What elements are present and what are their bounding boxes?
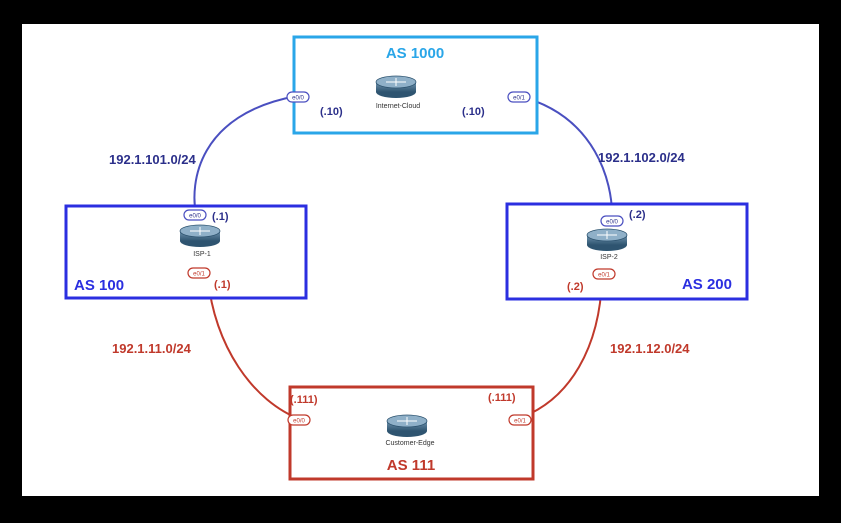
ip-ce-right: (.111): [488, 392, 516, 404]
as100-label: AS 100: [74, 277, 124, 294]
as100-box: [64, 204, 308, 300]
ip-ce-left: (.111): [290, 394, 318, 406]
router-icon-isp1: [179, 224, 221, 247]
as111-label: AS 111: [387, 457, 435, 474]
router-label-isp2: ISP-2: [600, 254, 618, 261]
router-label-isp1: ISP-1: [193, 251, 211, 258]
svg-text:e0/0: e0/0: [293, 419, 305, 425]
svg-text:e0/0: e0/0: [292, 96, 304, 102]
svg-text:e0/0: e0/0: [606, 220, 618, 226]
as1000-label: AS 1000: [386, 45, 444, 62]
ip-isp1-bottom: (.1): [214, 279, 231, 291]
port-badge-ce-e0-0: e0/0: [287, 414, 311, 426]
router-label-internet-cloud: Internet-Cloud: [376, 103, 420, 110]
link-isp1-customer-edge: [207, 277, 303, 421]
as200-box: [505, 202, 749, 301]
ip-isp1-top: (.1): [212, 211, 229, 223]
svg-text:e0/1: e0/1: [513, 96, 525, 102]
ip-isp2-top: (.2): [629, 209, 646, 221]
router-icon-internet-cloud: [375, 75, 417, 98]
svg-text:e0/1: e0/1: [193, 272, 205, 278]
subnet-label-bottom-right: 192.1.12.0/24: [610, 341, 690, 356]
router-label-customer-edge: Customer-Edge: [385, 440, 434, 447]
router-icon-isp2: [586, 228, 628, 251]
port-badge-isp2-e0-1: e0/1: [592, 268, 616, 280]
svg-text:e0/1: e0/1: [598, 273, 610, 279]
port-badge-isp1-e0-1: e0/1: [187, 267, 211, 279]
port-badge-ce-e0-1: e0/1: [508, 414, 532, 426]
router-icon-customer-edge: [386, 414, 428, 437]
svg-text:e0/1: e0/1: [514, 419, 526, 425]
svg-text:e0/0: e0/0: [189, 214, 201, 220]
as200-label: AS 200: [682, 276, 732, 293]
port-badge-isp1-e0-0: e0/0: [183, 209, 207, 221]
link-cloud-isp1: [193, 95, 298, 215]
subnet-label-bottom-left: 192.1.11.0/24: [112, 341, 192, 356]
port-badge-isp2-e0-0: e0/0: [600, 215, 624, 227]
diagram-canvas: AS 1000 AS 100 AS 200 AS 111 Internet-Cl…: [22, 24, 819, 496]
ip-isp2-bottom: (.2): [567, 281, 584, 293]
port-badge-cloud-e0-0: e0/0: [286, 91, 310, 103]
subnet-label-top-left: 192.1.101.0/24: [109, 152, 197, 167]
link-cloud-isp2: [518, 95, 613, 215]
network-topology-diagram: AS 1000 AS 100 AS 200 AS 111 Internet-Cl…: [64, 35, 749, 481]
subnet-label-top-right: 192.1.102.0/24: [598, 150, 686, 165]
ip-cloud-left: (.10): [320, 106, 343, 118]
ip-cloud-right: (.10): [462, 106, 485, 118]
port-badge-cloud-e0-1: e0/1: [507, 91, 531, 103]
